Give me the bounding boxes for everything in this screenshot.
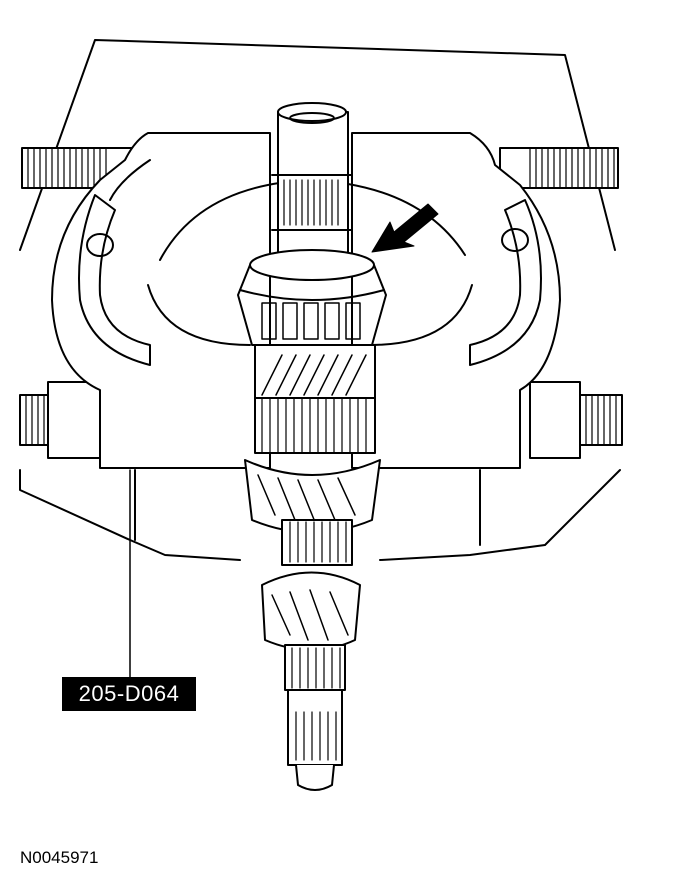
- upper-left-threaded-rod: [21, 147, 143, 189]
- output-shaft: [287, 689, 343, 791]
- tool-number-callout: 205-D064: [62, 677, 196, 711]
- separator-plate-right: [351, 132, 561, 469]
- separator-plate-left: [51, 132, 271, 469]
- figure-id: N0045971: [20, 848, 99, 867]
- arrow-icon: [371, 203, 439, 253]
- lower-left-threaded-rod: [19, 381, 101, 459]
- lower-right-threaded-rod: [529, 381, 623, 459]
- gear-cluster: [244, 344, 381, 691]
- input-shaft: [271, 102, 353, 266]
- upper-right-threaded-rod: [499, 147, 619, 189]
